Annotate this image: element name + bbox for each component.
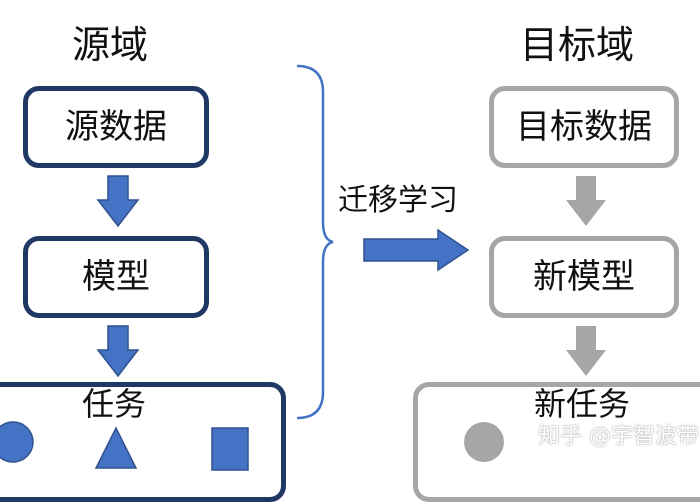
source-heading: 源域 (72, 23, 149, 67)
target-arrow-2 (566, 326, 606, 376)
new-model-label: 新模型 (533, 257, 635, 297)
gray-circle-shape (464, 422, 504, 462)
transfer-label: 迁移学习 (338, 183, 458, 218)
transfer-arrow (363, 228, 470, 272)
square-shape (211, 427, 249, 471)
circle-shape (0, 421, 34, 463)
target-arrow-1 (566, 176, 606, 226)
source-data-label: 源数据 (65, 107, 167, 147)
source-data-box: 源数据 (23, 86, 209, 168)
source-arrow-2 (96, 325, 140, 378)
target-data-label: 目标数据 (516, 107, 652, 147)
target-task-label: 新任务 (534, 385, 631, 423)
model-label: 模型 (82, 257, 150, 297)
watermark: 知乎 @宇智波带 (538, 424, 699, 449)
model-box: 模型 (23, 236, 209, 318)
target-data-box: 目标数据 (489, 86, 679, 168)
source-task-label: 任务 (82, 385, 147, 423)
triangle-shape (94, 426, 138, 469)
target-shapes (464, 422, 504, 462)
source-arrow-1 (96, 175, 140, 228)
source-shapes (0, 421, 249, 471)
target-heading: 目标域 (520, 23, 635, 67)
new-model-box: 新模型 (489, 236, 679, 318)
bracket (296, 64, 334, 420)
